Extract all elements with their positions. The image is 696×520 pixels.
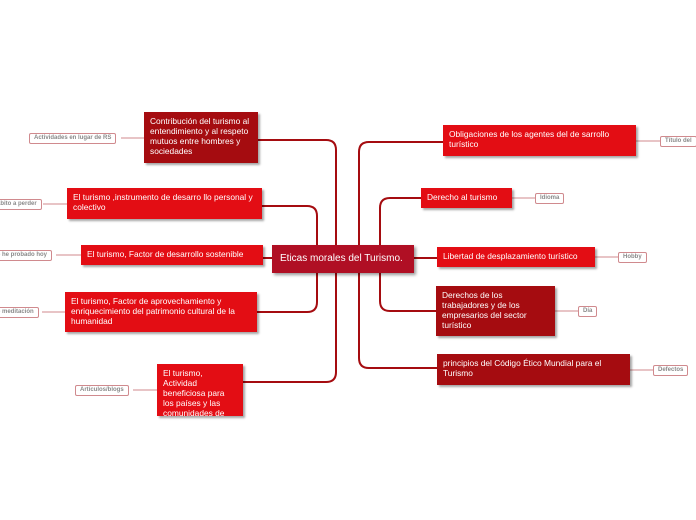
link-left-5 <box>243 258 337 383</box>
tag-titulo[interactable]: Título del <box>660 136 696 147</box>
link-left-2 <box>262 205 318 258</box>
topic-instrumento-desarrollo[interactable]: El turismo ,instrumento de desarro llo p… <box>67 188 262 219</box>
tag-articulos-blogs[interactable]: Artículos/blogs <box>75 385 129 396</box>
link-right-5 <box>358 258 437 369</box>
tag-dia[interactable]: Día <box>578 306 598 317</box>
link-left-1 <box>258 139 337 259</box>
topic-libertad-desplazamiento[interactable]: Libertad de desplazamiento turístico <box>437 247 595 267</box>
topic-actividad-beneficiosa[interactable]: El turismo, Actividad beneficiosa para l… <box>157 364 243 428</box>
tag-hobby[interactable]: Hobby <box>618 252 647 263</box>
link-right-1 <box>358 141 443 259</box>
topic-patrimonio-cultural[interactable]: El turismo, Factor de aprovechamiento y … <box>65 292 257 332</box>
tag-idioma[interactable]: Idioma <box>535 193 565 204</box>
topic-obligaciones-agentes[interactable]: Obligaciones de los agentes del de sarro… <box>443 125 636 156</box>
tag-actividades-rs[interactable]: Actividades en lugar de RS <box>29 133 117 144</box>
tag-habito-perder[interactable]: ábito a perder <box>0 199 42 210</box>
topic-contribucion-entendimiento[interactable]: Contribución del turismo al entendimient… <box>144 112 258 163</box>
link-left-4 <box>257 258 318 313</box>
topic-derecho-turismo[interactable]: Derecho al turismo <box>421 188 512 208</box>
tag-meditacion[interactable]: e meditación <box>0 307 39 318</box>
link-right-2 <box>379 197 421 258</box>
central-topic[interactable]: Eticas morales del Turismo. <box>272 245 414 273</box>
tag-probado-hoy[interactable]: e he probado hoy <box>0 250 53 261</box>
topic-derechos-trabajadores[interactable]: Derechos de los trabajadores y de los em… <box>436 286 555 336</box>
link-right-4 <box>379 258 436 312</box>
topic-desarrollo-sostenible[interactable]: El turismo, Factor de desarrollo sosteni… <box>81 245 263 265</box>
topic-principios-codigo-etico[interactable]: principios del Código Ético Mundial para… <box>437 354 630 385</box>
tag-defectos[interactable]: Defectos <box>653 365 689 376</box>
